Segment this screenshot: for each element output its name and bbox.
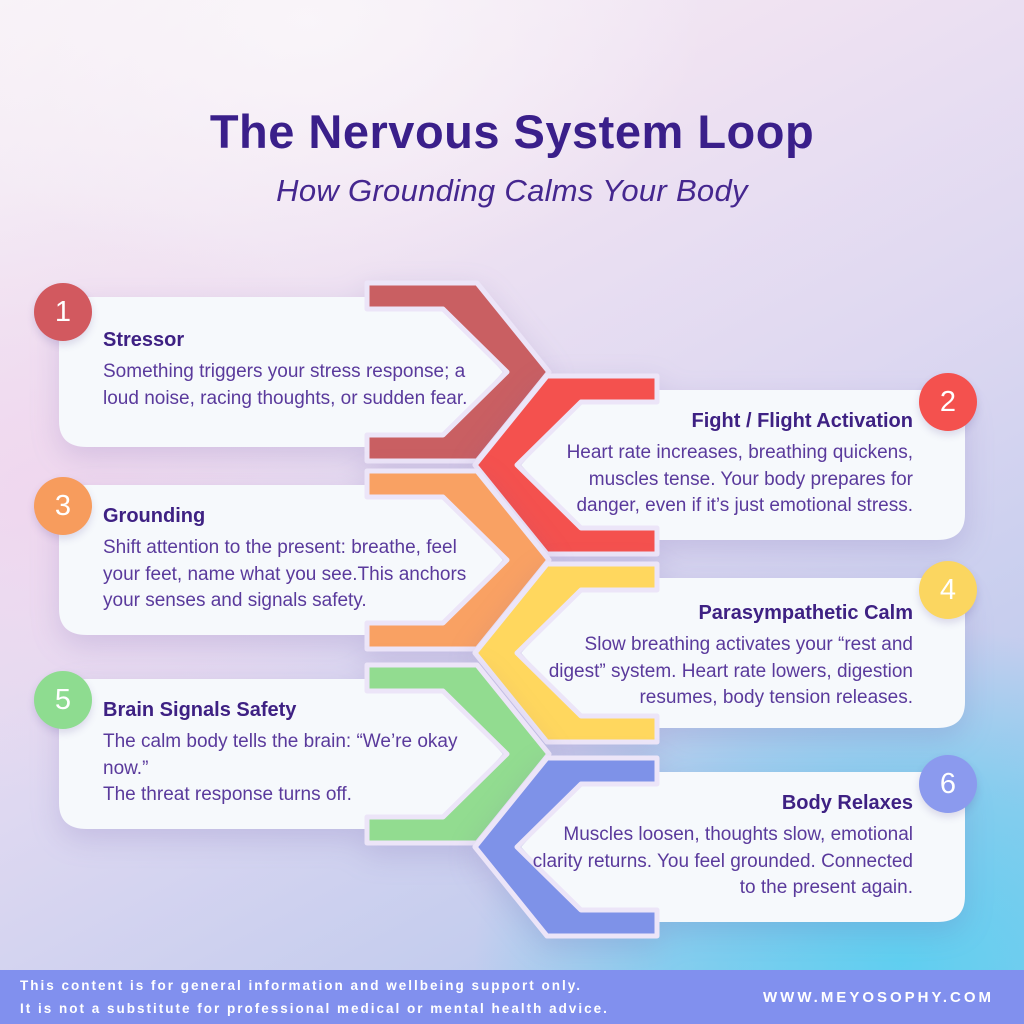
page-subtitle: How Grounding Calms Your Body [276,173,748,208]
chevron-shape-left-icon [472,373,965,557]
step-body: Heart rate increases, breathing quickens… [566,442,913,516]
step-title: Fight / Flight Activation [691,410,913,432]
step-card-parasympathetic-calm: 4 Parasympathetic Calm Slow breathing ac… [467,558,977,748]
chevron-shape-left-icon [472,755,965,939]
step-title: Parasympathetic Calm [698,602,913,624]
step-body: Something triggers your stress response;… [103,361,468,409]
step-body: Slow breathing activates your “rest and … [548,634,913,708]
step-body: Muscles loosen, thoughts slow, emotional… [532,824,913,898]
step-content: Body Relaxes Muscles loosen, thoughts sl… [531,792,913,902]
footer-bar: This content is for general information … [0,970,1024,1024]
step-content: Brain Signals Safety The calm body tells… [103,699,497,809]
step-number-badge: 2 [919,373,977,431]
step-title: Grounding [103,505,206,527]
step-content: Stressor Something triggers your stress … [103,329,497,412]
step-body: The calm body tells the brain: “We’re ok… [103,731,458,805]
header: The Nervous System Loop How Grounding Ca… [0,104,1024,209]
page-title: The Nervous System Loop [209,105,815,158]
step-number-badge: 5 [34,671,92,729]
step-title: Brain Signals Safety [103,699,297,721]
step-card-grounding: 3 Grounding Shift attention to the prese… [34,465,557,655]
chevron-shape-left-icon [472,561,965,745]
step-number-badge: 3 [34,477,92,535]
chevron-shape-right-icon [59,662,552,846]
step-number-badge: 6 [919,755,977,813]
step-card-brain-signals-safety: 5 Brain Signals Safety The calm body tel… [34,659,557,849]
disclaimer-line-1: This content is for general information … [20,978,583,993]
step-content: Parasympathetic Calm Slow breathing acti… [531,602,913,712]
step-title: Body Relaxes [781,792,913,814]
step-title: Stressor [103,329,185,351]
step-card-fight-flight: 2 Fight / Flight Activation Heart rate i… [467,370,977,560]
step-content: Fight / Flight Activation Heart rate inc… [531,410,913,520]
step-number-badge: 4 [919,561,977,619]
chevron-shape-right-icon [59,280,552,464]
step-content: Grounding Shift attention to the present… [103,505,497,615]
chevron-shape-right-icon [59,468,552,652]
disclaimer-line-2: It is not a substitute for professional … [20,1001,609,1016]
step-card-stressor: 1 Stressor Something triggers your stres… [34,277,557,467]
step-body: Shift attention to the present: breathe,… [103,537,467,611]
step-card-body-relaxes: 6 Body Relaxes Muscles loosen, thoughts … [467,752,977,942]
step-number-badge: 1 [34,283,92,341]
website-url: WWW.MEYOSOPHY.COM [763,988,994,1006]
disclaimer-text: This content is for general information … [20,974,609,1020]
